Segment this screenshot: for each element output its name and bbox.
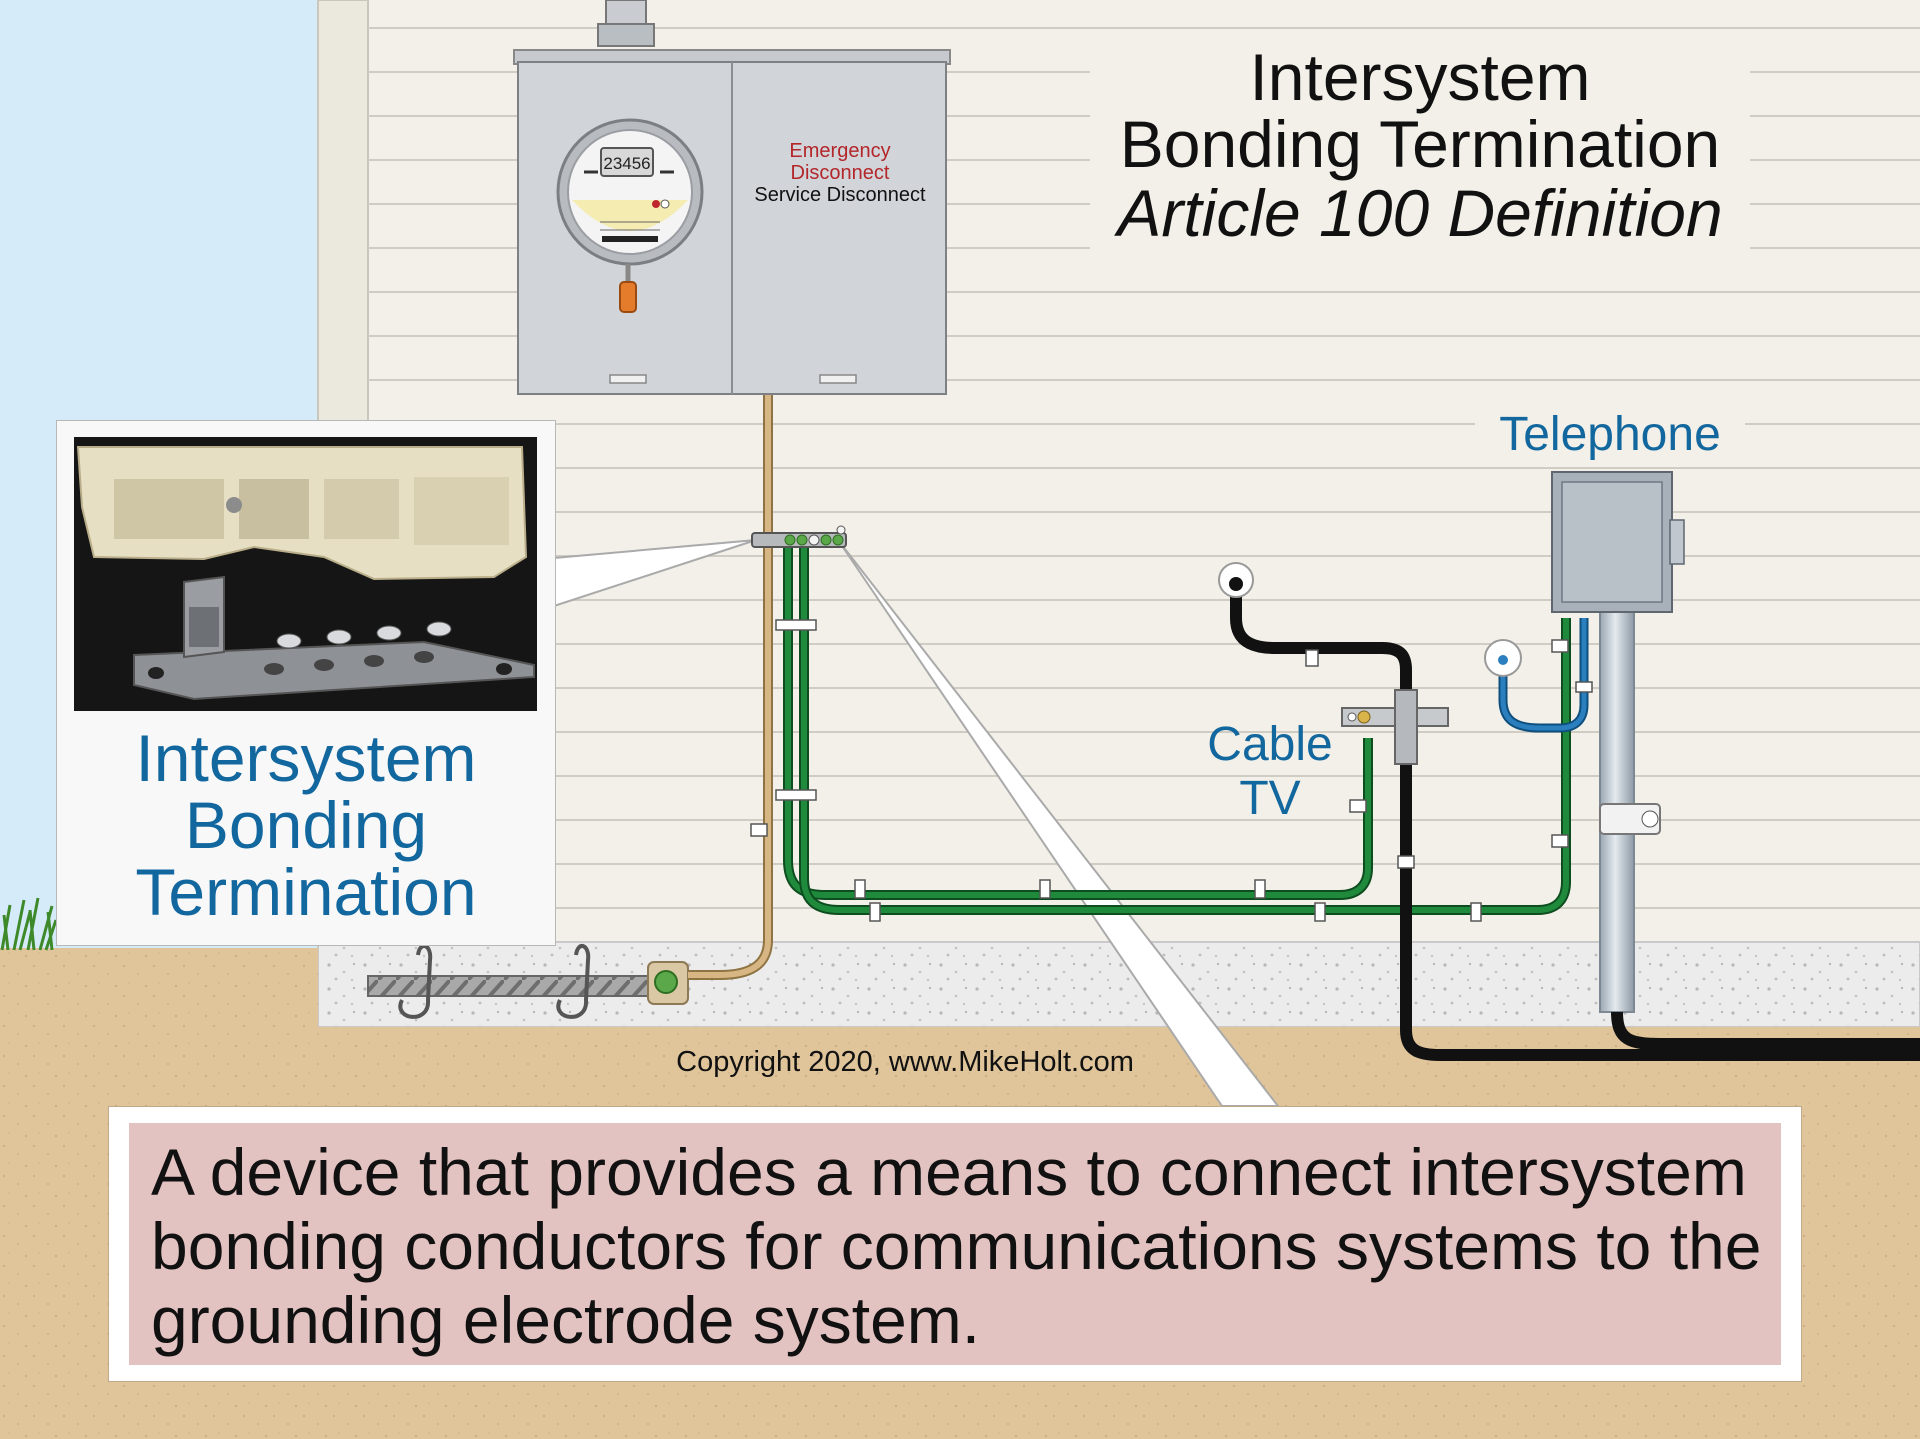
- definition-text: A device that provides a means to connec…: [151, 1135, 1762, 1357]
- meter-display: [600, 147, 654, 177]
- definition-box: A device that provides a means to connec…: [108, 1106, 1802, 1382]
- meter-seal-icon: [619, 281, 637, 313]
- telephone-label: Telephone: [1499, 408, 1721, 461]
- bonding-conductors: [783, 548, 1571, 915]
- clamp-screw-icon: [654, 970, 678, 994]
- disconnect-labels: Emergency Disconnect Service Disconnect: [740, 140, 940, 206]
- diagram-title: Intersystem Bonding Termination Article …: [1060, 44, 1780, 248]
- rod-ties: [398, 944, 591, 1019]
- grass: [0, 897, 58, 951]
- title-line-1: Intersystem: [1249, 40, 1591, 114]
- copyright-notice: Copyright 2020, www.MikeHolt.com: [676, 1046, 1134, 1078]
- meter-reading: 23456: [603, 154, 650, 173]
- definition-panel: A device that provides a means to connec…: [129, 1123, 1781, 1365]
- title-line-3: Article 100 Definition: [1117, 176, 1723, 250]
- title-backdrop: [1090, 40, 1750, 255]
- grounding-electrode-conductor: [688, 392, 771, 978]
- ibt-photo: [74, 437, 537, 711]
- telephone-label-backdrop: [1475, 415, 1745, 465]
- emergency-disconnect-label: Emergency Disconnect: [789, 140, 891, 184]
- title-line-2: Bonding Termination: [1119, 107, 1721, 181]
- callout-label: Intersystem Bonding Termination: [135, 721, 477, 929]
- telephone-cable: [1611, 1011, 1920, 1050]
- ibt-callout: Intersystem Bonding Termination: [56, 420, 556, 946]
- ground-rod: [367, 975, 669, 997]
- service-disconnect-label: Service Disconnect: [754, 184, 926, 206]
- service-mast: [605, 0, 647, 27]
- cable-tv-coax: [1230, 580, 1920, 1061]
- conductor-straps: [775, 619, 1569, 922]
- cable-tv-label: Cable TV: [1207, 718, 1333, 825]
